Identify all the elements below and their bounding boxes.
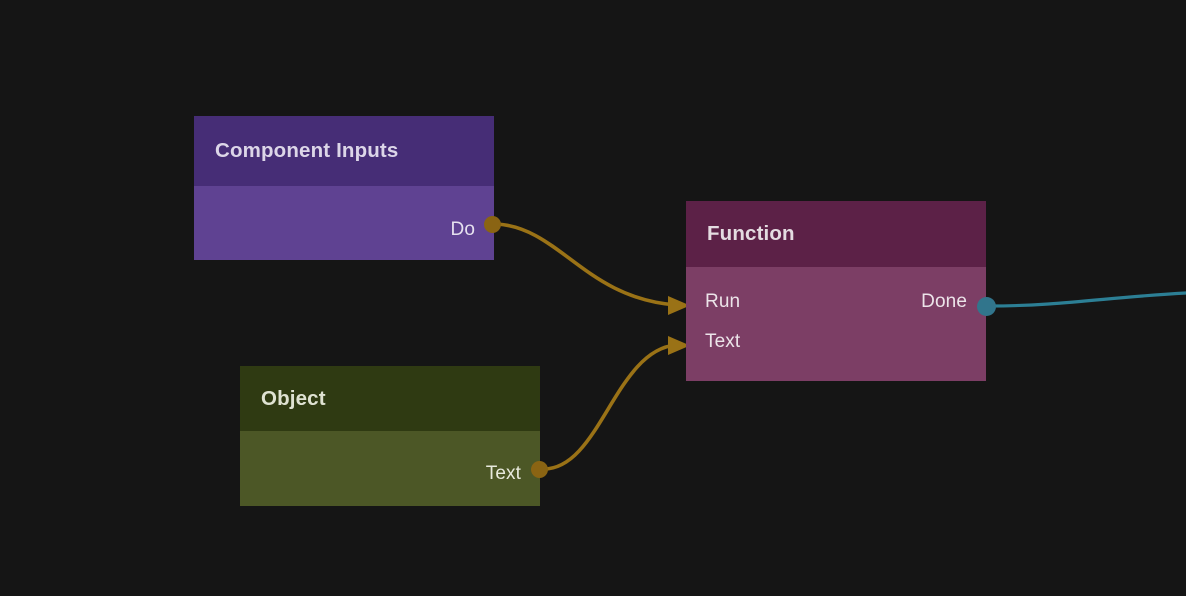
node-function[interactable]: Function Run Text Done: [686, 201, 996, 381]
output-port-label-done: Done: [921, 291, 967, 312]
node-component-inputs[interactable]: Component Inputs Do: [194, 116, 501, 260]
input-port-row-run[interactable]: Run: [686, 291, 986, 313]
output-port-dot-done[interactable]: [977, 297, 996, 316]
node-object-title: Object: [240, 366, 540, 431]
node-object[interactable]: Object Text: [240, 366, 548, 506]
output-port-label-do: Do: [450, 219, 475, 240]
output-port-row-text[interactable]: Text: [240, 463, 540, 485]
output-port-label-text: Text: [485, 463, 521, 484]
input-port-row-text[interactable]: Text: [686, 331, 986, 353]
node-component-inputs-title: Component Inputs: [194, 116, 494, 186]
node-function-body: Run Text Done: [686, 267, 986, 381]
node-object-body: Text: [240, 431, 540, 506]
output-port-dot-do[interactable]: [484, 216, 501, 233]
output-port-row-done[interactable]: Done: [686, 291, 986, 313]
wire-text-to-text: [541, 343, 678, 471]
node-component-inputs-body: Do: [194, 186, 494, 260]
input-port-label-run: Run: [705, 291, 741, 312]
output-port-dot-text[interactable]: [531, 461, 548, 478]
wire-do-to-run: [495, 222, 678, 307]
output-port-row-do[interactable]: Do: [194, 219, 494, 241]
input-port-label-text: Text: [705, 331, 741, 352]
wire-done-out: [988, 291, 1186, 308]
node-function-title: Function: [686, 201, 986, 267]
